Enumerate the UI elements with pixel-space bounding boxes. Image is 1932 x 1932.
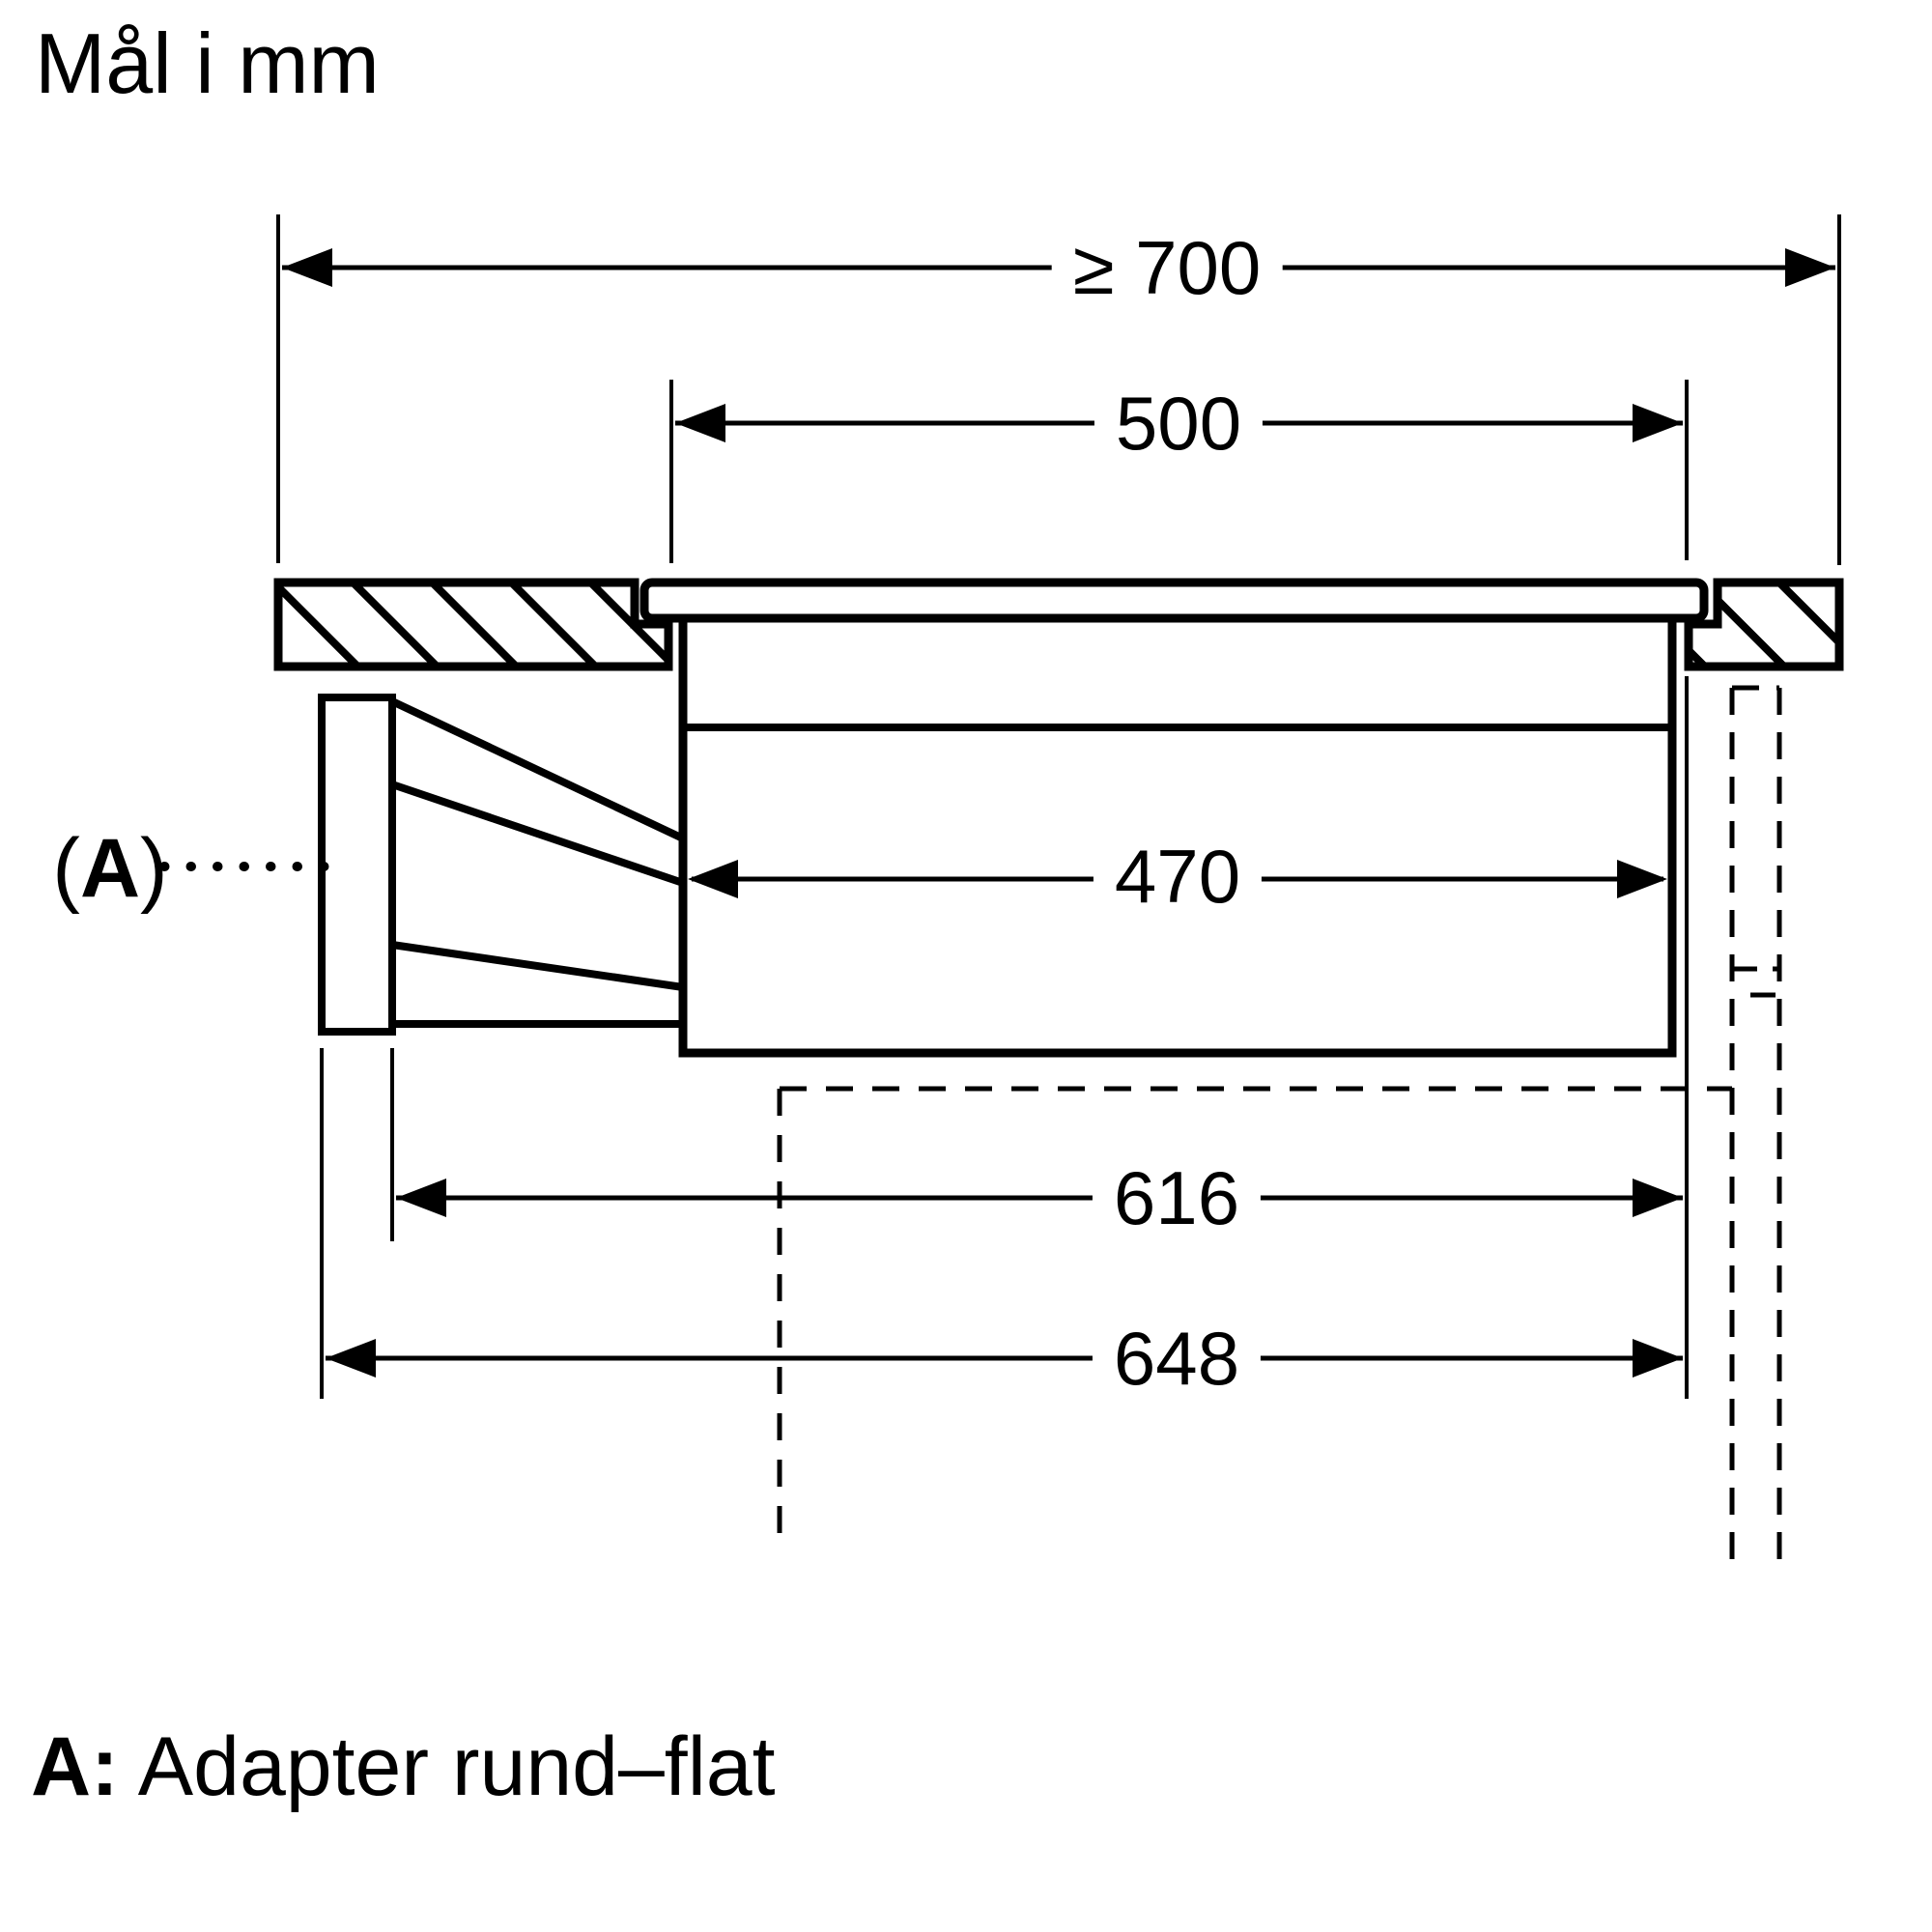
legend-description: Adapter rund–flat xyxy=(137,1720,776,1813)
adapter-transition-lower-line xyxy=(391,941,684,991)
legend-term: A: xyxy=(31,1720,119,1813)
arrowhead-616-left xyxy=(396,1179,446,1217)
callout-close-paren: ) xyxy=(140,822,168,915)
appliance-body xyxy=(678,613,1677,1058)
dimension-label-min-width-700: ≥ 700 xyxy=(1051,230,1283,305)
dimension-label-616: 616 xyxy=(1092,1160,1262,1236)
adapter-transition-top-line xyxy=(390,697,685,842)
duct-adapter xyxy=(318,694,396,1036)
arrowhead-470-right xyxy=(1617,860,1667,898)
cooktop-glass-panel xyxy=(639,578,1709,623)
worktop-section-left xyxy=(273,578,673,671)
dimension-label-body-470: 470 xyxy=(1093,838,1263,914)
dimension-label-648: 648 xyxy=(1092,1321,1262,1396)
arrowhead-470-left xyxy=(688,860,738,898)
legend-note: A:Adapter rund–flat xyxy=(31,1721,776,1813)
arrowhead-500-right xyxy=(1633,404,1683,442)
arrowhead-616-right xyxy=(1633,1179,1683,1217)
adapter-transition-middle-line xyxy=(390,781,685,887)
arrowhead-648-left xyxy=(326,1339,376,1378)
callout-letter: A xyxy=(79,822,141,915)
dimension-label-cutout-500: 500 xyxy=(1094,385,1264,461)
arrowhead-700-left xyxy=(282,248,332,287)
callout-open-paren: ( xyxy=(52,822,80,915)
arrowhead-500-left xyxy=(675,404,725,442)
arrowhead-648-right xyxy=(1633,1339,1683,1378)
worktop-section-right xyxy=(1684,578,1844,671)
arrowhead-700-right xyxy=(1785,248,1835,287)
callout-A: (A) xyxy=(52,827,167,910)
drawing-title: Mål i mm xyxy=(35,15,380,111)
